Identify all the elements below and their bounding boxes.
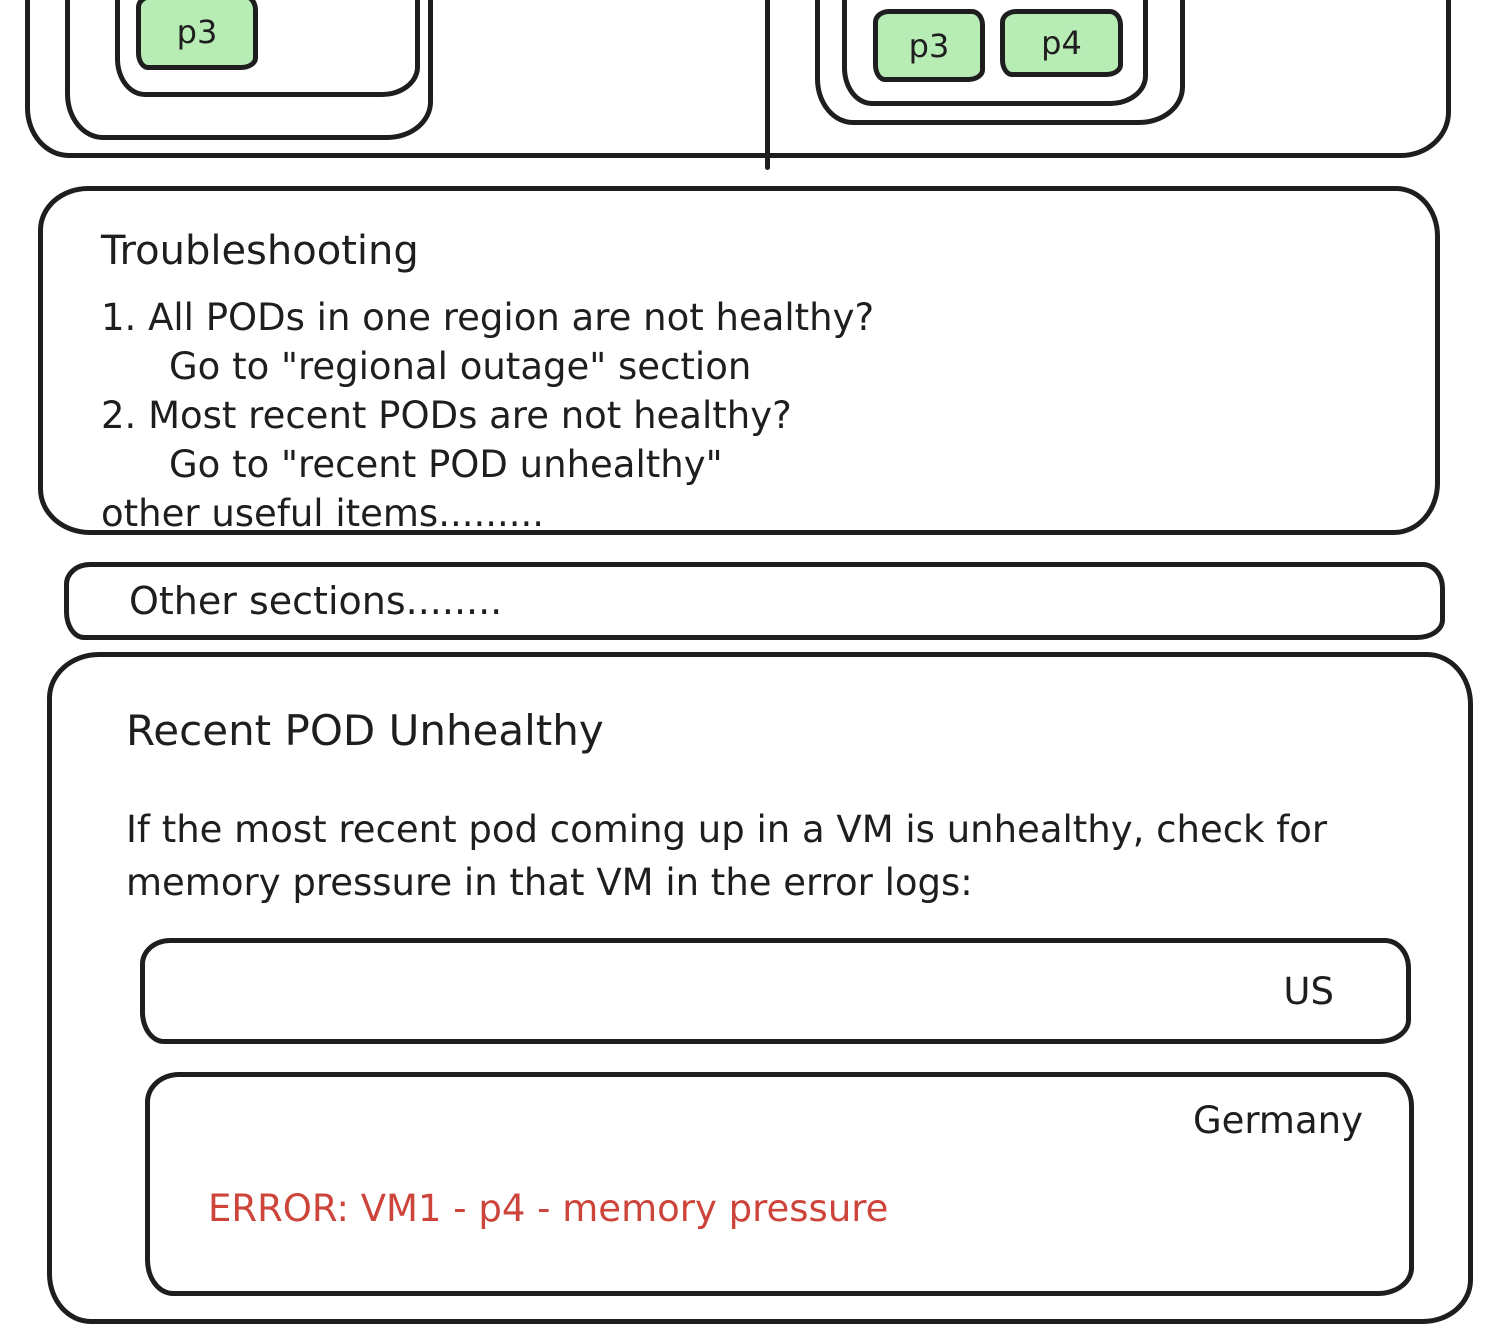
log-panel-us: US xyxy=(140,938,1411,1044)
us-region-label: US xyxy=(1283,969,1334,1013)
troubleshooting-item-2: 2. Most recent PODs are not healthy? xyxy=(101,394,792,437)
region-divider-line xyxy=(765,0,770,170)
recent-pod-unhealthy-title: Recent POD Unhealthy xyxy=(126,706,604,755)
pod-p4-right-label: p4 xyxy=(1041,24,1082,62)
troubleshooting-item-2-action: Go to "recent POD unhealthy" xyxy=(169,443,723,486)
pod-p4-right: p4 xyxy=(1000,9,1123,77)
troubleshooting-other-items: other useful items......... xyxy=(101,492,545,535)
node-box-right xyxy=(842,0,1148,106)
recent-pod-body-line-1: If the most recent pod coming up in a VM… xyxy=(126,808,1328,851)
node-box-left xyxy=(115,0,420,97)
pod-p3-right-label: p3 xyxy=(908,26,950,65)
recent-pod-body-line-2: memory pressure in that VM in the error … xyxy=(126,861,973,904)
troubleshooting-title: Troubleshooting xyxy=(101,228,419,274)
memory-pressure-error-text: ERROR: VM1 - p4 - memory pressure xyxy=(208,1187,889,1230)
other-sections-bar: Other sections........ xyxy=(64,562,1445,640)
recent-pod-unhealthy-section: Recent POD Unhealthy If the most recent … xyxy=(47,652,1473,1324)
pod-p3-left: p3 xyxy=(136,0,258,70)
pod-p3-right: p3 xyxy=(873,9,985,82)
log-panel-germany: Germany ERROR: VM1 - p4 - memory pressur… xyxy=(145,1072,1414,1296)
troubleshooting-item-1: 1. All PODs in one region are not health… xyxy=(101,296,875,339)
germany-region-label: Germany xyxy=(1192,1099,1363,1142)
regions-panel xyxy=(25,0,1451,158)
troubleshooting-section: Troubleshooting 1. All PODs in one regio… xyxy=(38,186,1440,535)
vm-box-right xyxy=(815,0,1185,125)
pod-p3-left-label: p3 xyxy=(176,13,218,51)
vm-box-left xyxy=(65,0,433,140)
other-sections-label: Other sections........ xyxy=(129,579,503,623)
troubleshooting-item-1-action: Go to "regional outage" section xyxy=(169,345,752,388)
